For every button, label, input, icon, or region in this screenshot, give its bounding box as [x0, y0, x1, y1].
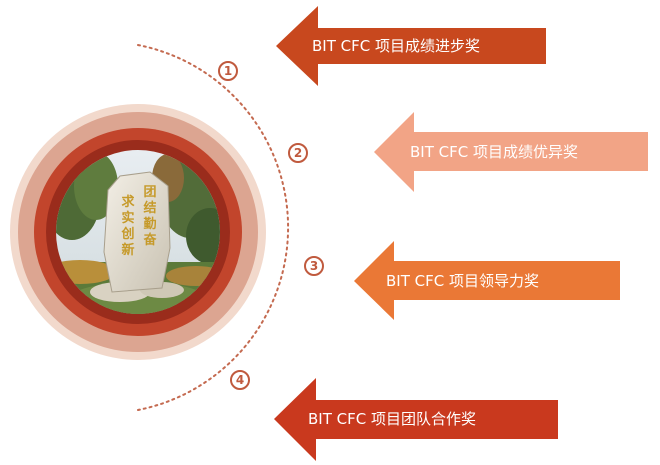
- arrow-shape: [274, 378, 558, 461]
- award-arrow-1: BIT CFC 项目成绩进步奖: [276, 6, 546, 86]
- arrow-shape: [354, 241, 620, 320]
- stone-char: 勤: [143, 216, 156, 232]
- step-circle: [230, 370, 250, 390]
- step-number: 3: [310, 259, 318, 273]
- award-arrow-2: BIT CFC 项目成绩优异奖: [374, 112, 648, 192]
- step-circle: [218, 61, 238, 81]
- stone-monument: [103, 171, 171, 293]
- step-marker-3: 3: [304, 256, 324, 276]
- step-circle: [288, 143, 308, 163]
- step-circle: [304, 256, 324, 276]
- award-label: BIT CFC 项目成绩优异奖: [410, 143, 578, 161]
- award-label: BIT CFC 项目成绩进步奖: [312, 37, 480, 55]
- award-arrow-4: BIT CFC 项目团队合作奖: [274, 378, 558, 461]
- step-number: 2: [294, 146, 302, 160]
- stone-char: 创: [120, 226, 134, 242]
- step-number: 1: [224, 64, 232, 78]
- stone-char: 实: [121, 210, 134, 226]
- step-marker-1: 1: [218, 61, 238, 81]
- stone-char: 团: [143, 185, 156, 200]
- award-arrow-3: BIT CFC 项目领导力奖: [354, 241, 620, 320]
- stone-char: 新: [121, 242, 134, 258]
- stone-char: 结: [143, 200, 156, 216]
- award-label: BIT CFC 项目领导力奖: [386, 272, 539, 290]
- stone-char: 奋: [142, 232, 157, 248]
- award-label: BIT CFC 项目团队合作奖: [308, 410, 476, 428]
- dotted-arc: [137, 44, 290, 411]
- arrow-shape: [276, 6, 546, 86]
- step-marker-2: 2: [288, 143, 308, 163]
- arrow-shape: [374, 112, 648, 192]
- stone-char: 求: [121, 194, 135, 210]
- step-number: 4: [236, 373, 244, 387]
- step-marker-4: 4: [230, 370, 250, 390]
